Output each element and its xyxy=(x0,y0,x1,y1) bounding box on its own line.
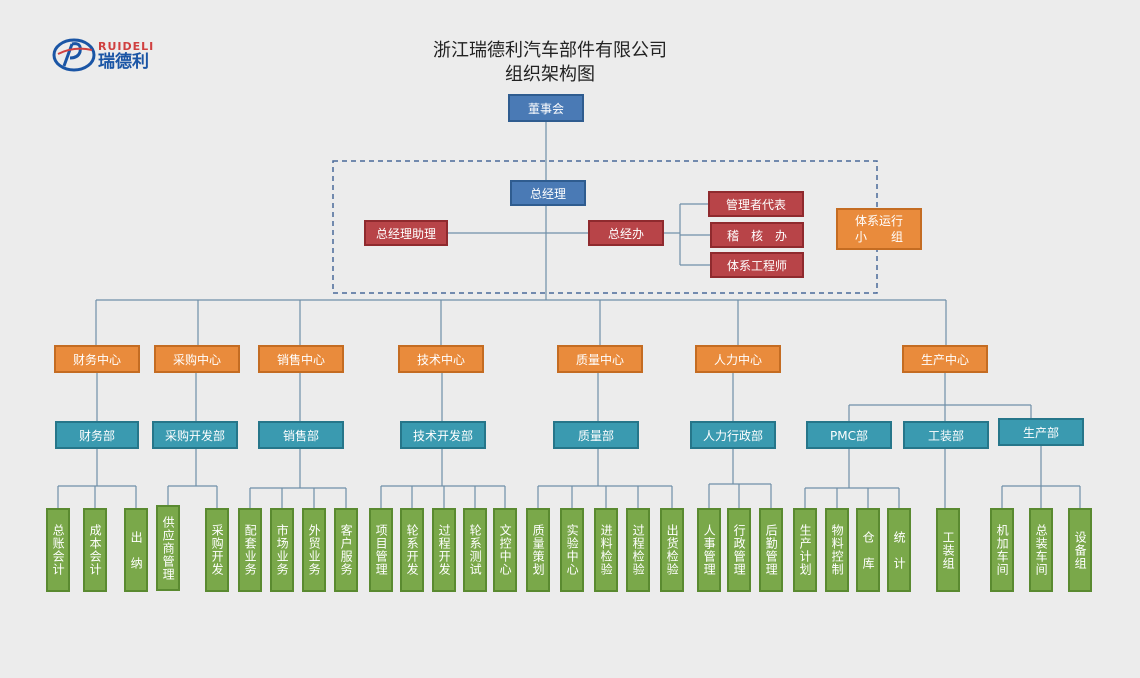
unit-statistics: 统 计 xyxy=(887,508,911,592)
dept-purchasing-dev: 采购开发部 xyxy=(152,421,238,449)
system-group-line1: 体系运行 xyxy=(854,214,903,228)
dept-pmc: PMC部 xyxy=(806,421,892,449)
system-engineer-box: 体系工程师 xyxy=(710,252,804,278)
unit-warehouse: 仓 库 xyxy=(856,508,880,592)
dept-sales: 销售部 xyxy=(258,421,344,449)
unit-project-management: 项目管理 xyxy=(369,508,393,592)
unit-admin-management: 行政管理 xyxy=(727,508,751,592)
gm-box: 总经理 xyxy=(510,180,586,206)
unit-personnel-management: 人事管理 xyxy=(697,508,721,592)
center-sales: 销售中心 xyxy=(258,345,344,373)
unit-general-accounting: 总账会计 xyxy=(46,508,70,592)
gm-assistant-box: 总经理助理 xyxy=(364,220,448,246)
unit-quality-planning: 质量策划 xyxy=(526,508,550,592)
dept-hr-admin: 人力行政部 xyxy=(690,421,776,449)
center-hr: 人力中心 xyxy=(695,345,781,373)
dept-production: 生产部 xyxy=(998,418,1084,446)
unit-assembly-workshop: 总装车间 xyxy=(1029,508,1053,592)
unit-market-business: 市场业务 xyxy=(270,508,294,592)
audit-office-box: 稽 核 办 xyxy=(710,222,804,248)
logo-text: RUIDELI 瑞德利 xyxy=(98,40,154,71)
dept-finance: 财务部 xyxy=(55,421,139,449)
company-name: 浙江瑞德利汽车部件有限公司 xyxy=(433,40,667,61)
unit-process-inspection: 过程检验 xyxy=(626,508,650,592)
center-technology: 技术中心 xyxy=(398,345,484,373)
dept-tooling: 工装部 xyxy=(903,421,989,449)
unit-process-development: 过程开发 xyxy=(432,508,456,592)
unit-laboratory: 实验中心 xyxy=(560,508,584,592)
unit-supplier-management: 供应商管理 xyxy=(156,505,180,591)
unit-logistics-management: 后勤管理 xyxy=(759,508,783,592)
unit-customer-service: 客户服务 xyxy=(334,508,358,592)
center-production: 生产中心 xyxy=(902,345,988,373)
management-rep-box: 管理者代表 xyxy=(708,191,804,217)
unit-document-control: 文控中心 xyxy=(493,508,517,592)
chart-title: 组织架构图 xyxy=(505,64,595,85)
center-quality: 质量中心 xyxy=(557,345,643,373)
unit-equipment-group: 设备组 xyxy=(1068,508,1092,592)
unit-foreign-trade: 外贸业务 xyxy=(302,508,326,592)
unit-machining-workshop: 机加车间 xyxy=(990,508,1014,592)
dept-quality: 质量部 xyxy=(553,421,639,449)
dept-tech-dev: 技术开发部 xyxy=(400,421,486,449)
unit-cashier: 出 纳 xyxy=(124,508,148,592)
unit-production-planning: 生产计划 xyxy=(793,508,817,592)
unit-oem-business: 配套业务 xyxy=(238,508,262,592)
system-group-box: 体系运行 小 组 xyxy=(836,208,922,250)
unit-material-control: 物料控制 xyxy=(825,508,849,592)
board-box: 董事会 xyxy=(508,94,584,122)
unit-pulley-development: 轮系开发 xyxy=(400,508,424,592)
unit-tooling-group: 工装组 xyxy=(936,508,960,592)
management-group-frame xyxy=(332,160,878,294)
unit-pulley-testing: 轮系测试 xyxy=(463,508,487,592)
company-logo xyxy=(52,36,162,74)
unit-outgoing-inspection: 出货检验 xyxy=(660,508,684,592)
center-finance: 财务中心 xyxy=(54,345,140,373)
unit-cost-accounting: 成本会计 xyxy=(83,508,107,592)
unit-purchase-development: 采购开发 xyxy=(205,508,229,592)
logo-english: RUIDELI xyxy=(98,40,155,53)
center-purchasing: 采购中心 xyxy=(154,345,240,373)
unit-incoming-inspection: 进料检验 xyxy=(594,508,618,592)
gm-office-box: 总经办 xyxy=(588,220,664,246)
logo-mark-icon xyxy=(52,38,96,72)
system-group-line2: 小 组 xyxy=(854,230,903,244)
logo-chinese: 瑞德利 xyxy=(98,52,149,72)
